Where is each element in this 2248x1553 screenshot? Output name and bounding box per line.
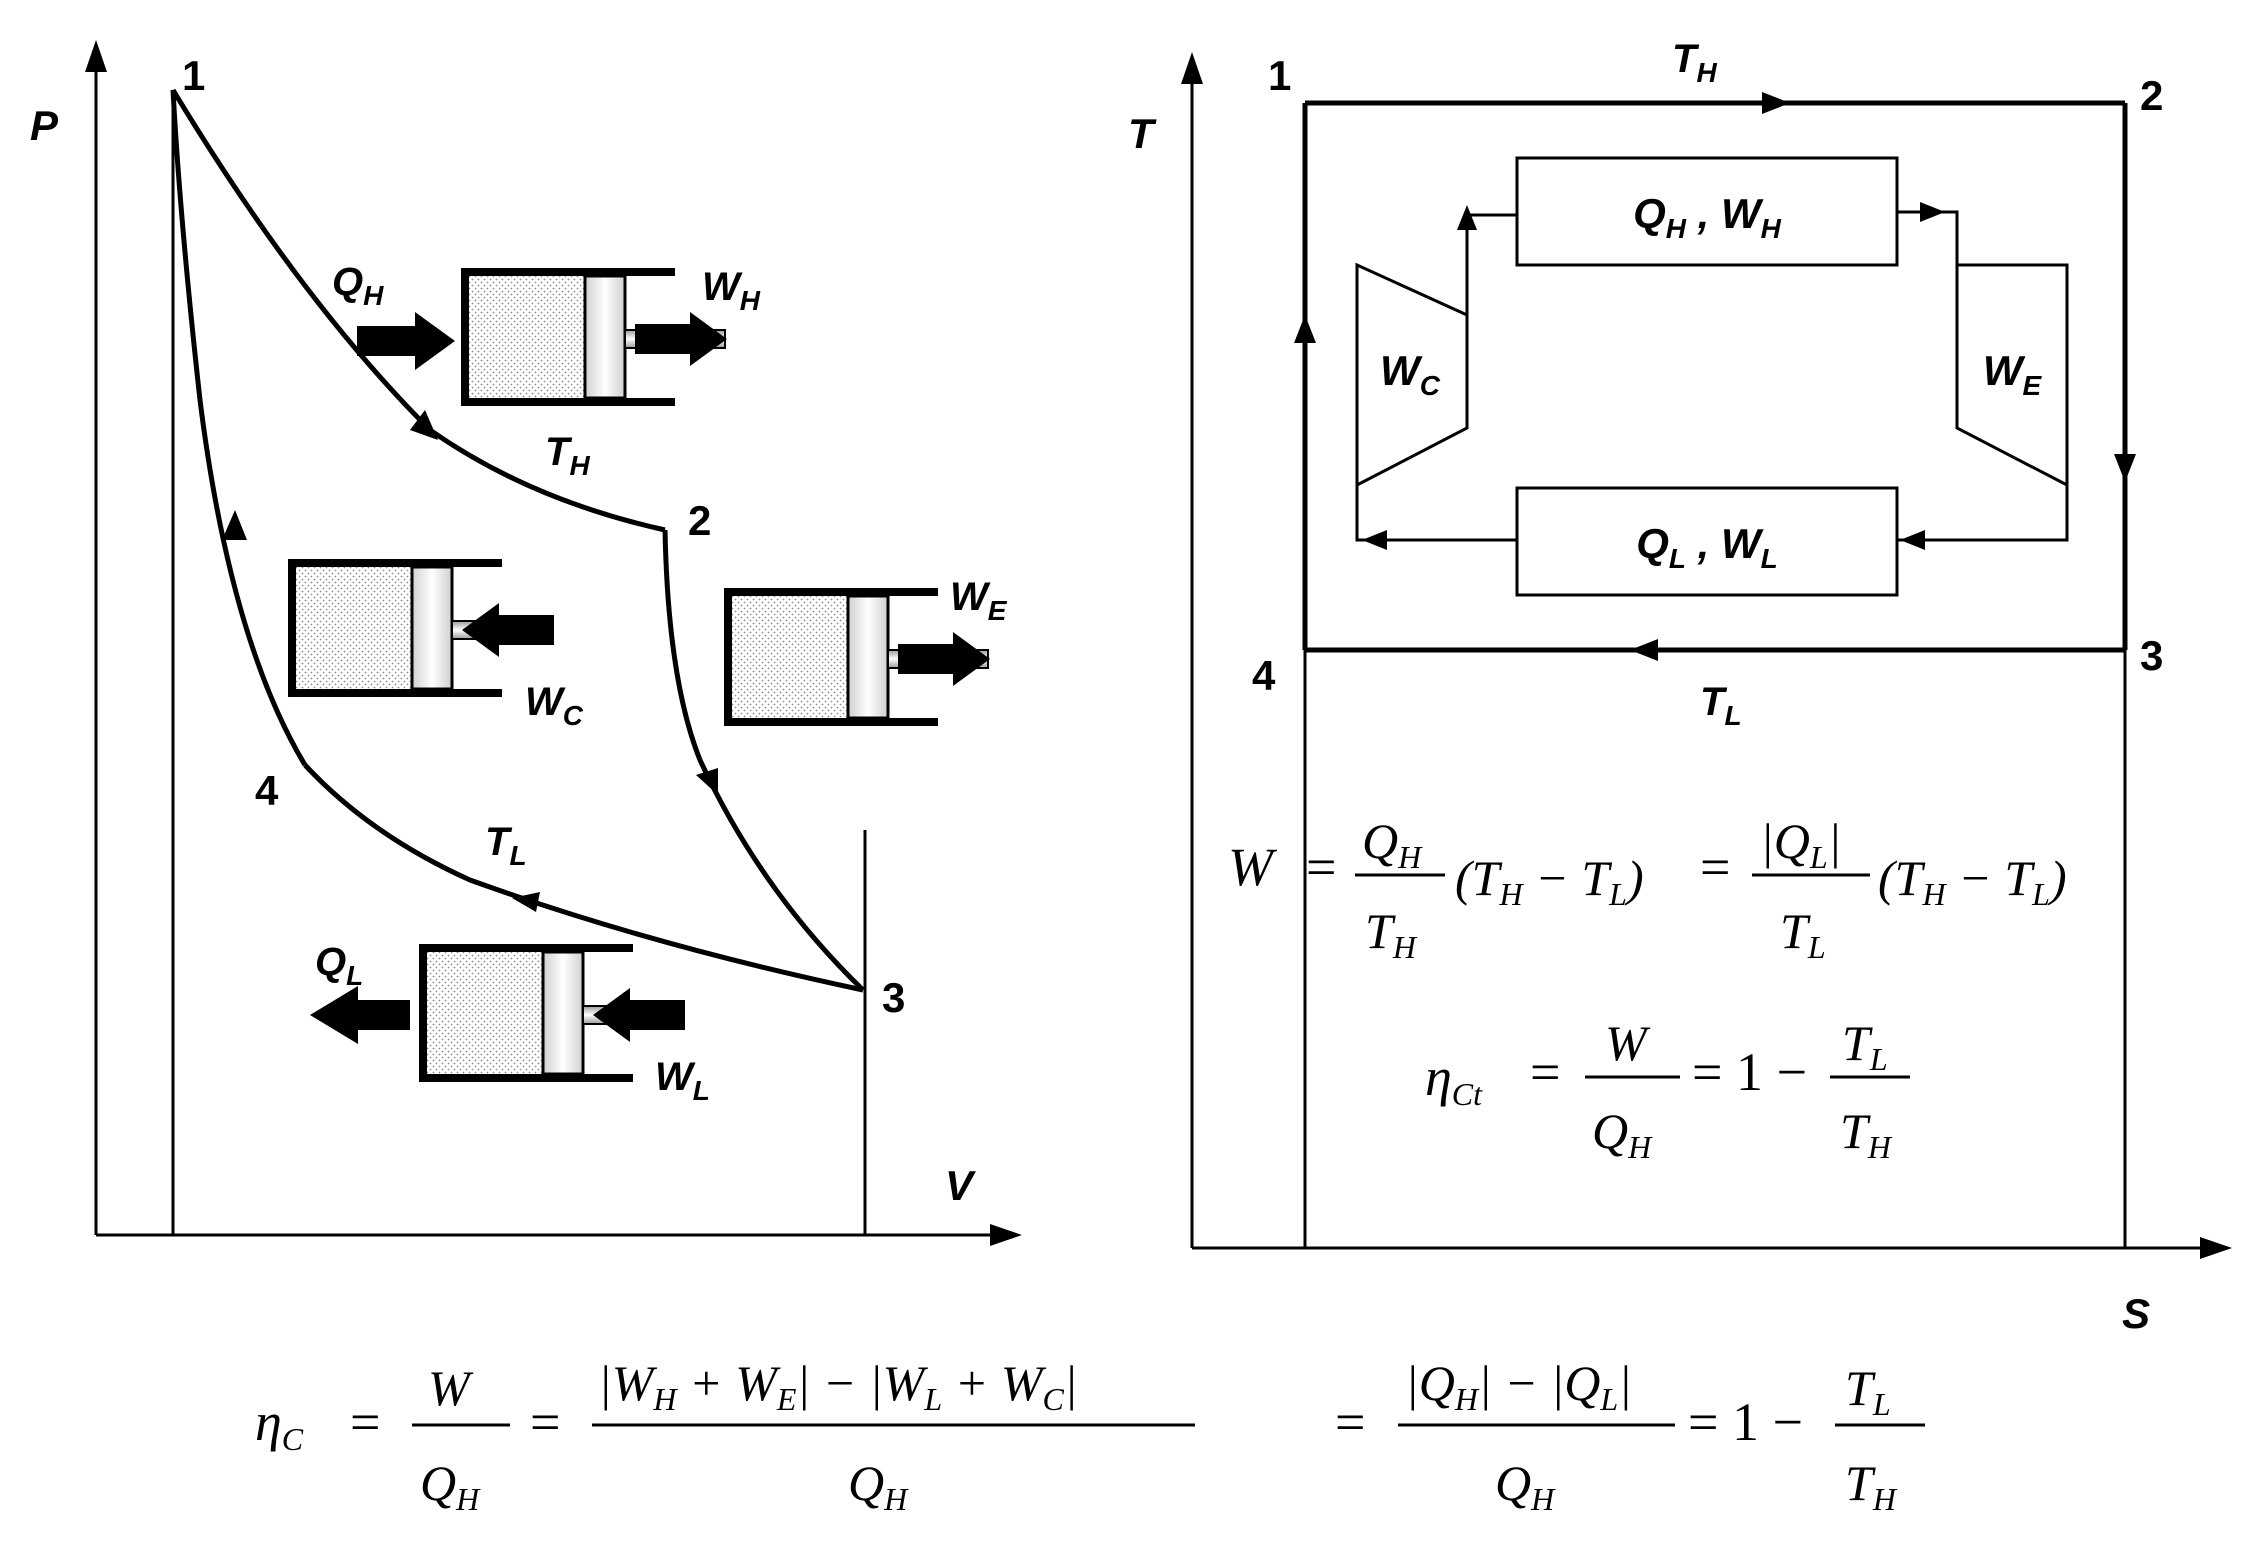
work-eq-equals: =: [1306, 837, 1336, 897]
ts-point-3: 3: [2140, 632, 2163, 679]
work-eq-paren1: (TH − TL): [1455, 850, 1644, 912]
flow-arrow-up-icon: [1457, 205, 1477, 230]
eta-c-den4: TH: [1845, 1455, 1898, 1517]
ts-point-2: 2: [2140, 72, 2163, 119]
pv-label-qh: QH: [332, 260, 384, 311]
eta-c-num2: |WH + WE| − |WL + WC|: [598, 1355, 1078, 1417]
flow-cold-to-compressor: [1355, 485, 1517, 542]
eta-ct-lhs: ηCt: [1425, 1047, 1483, 1112]
flow-arrow-left-icon: [1362, 530, 1387, 550]
eta-ct-equals: =: [1530, 1042, 1560, 1102]
ts-point-4: 4: [1252, 652, 1276, 699]
pv-label-ql: QL: [315, 940, 363, 991]
eta-c-one-minus: = 1 −: [1688, 1392, 1803, 1452]
pv-axis-label-p: P: [30, 102, 59, 149]
pv-label-tl: TL: [485, 820, 527, 871]
hot-exchanger-box: [1515, 156, 1899, 267]
piston-cylinder-adiabatic-expansion: [728, 588, 990, 726]
pv-point-3: 3: [882, 974, 905, 1021]
pv-arrow-1-2-icon: [410, 410, 438, 440]
expander-label: WE: [1983, 347, 2043, 401]
ts-x-axis-arrow-icon: [2200, 1237, 2232, 1259]
eta-c-equals3: =: [1335, 1392, 1365, 1452]
pv-y-axis-arrow-icon: [85, 40, 107, 72]
ts-point-1: 1: [1268, 52, 1291, 99]
flow-arrow-right-top-icon: [1920, 202, 1945, 222]
eta-c-den1: QH: [420, 1455, 481, 1517]
eta-ct-den: QH: [1592, 1103, 1653, 1165]
compressor-trapezoid: [1355, 262, 1469, 488]
eta-c-equation: ηC = W QH = |WH + WE| − |WL + WC| QH = |…: [255, 1355, 1925, 1517]
flow-hot-to-expander: [1897, 210, 1959, 265]
pv-isotherm-th: [170, 88, 666, 533]
eta-ct-equation: ηCt = W QH = 1 − TL TH: [1425, 1015, 1910, 1165]
ts-arrow-1-2-icon: [1762, 92, 1790, 114]
pv-adiabat-compression: [170, 89, 308, 767]
pv-x-axis-arrow-icon: [990, 1224, 1022, 1246]
hot-exchanger-label: QH , WH: [1633, 190, 1782, 244]
qh-heat-arrow-icon: [357, 312, 455, 370]
piston-cylinder-adiabatic-compression: [292, 559, 554, 697]
pv-point-1: 1: [182, 52, 205, 99]
eta-c-equals: =: [350, 1392, 380, 1452]
work-eq-den1: TH: [1365, 903, 1418, 965]
pv-axis-label-v: V: [945, 1162, 976, 1209]
pv-label-wc: WC: [525, 680, 584, 731]
compressor-label: WC: [1380, 347, 1441, 401]
pv-adiabat-expansion: [662, 529, 865, 992]
eta-c-num3: |QH| − |QL|: [1405, 1355, 1632, 1417]
eta-c-num1: W: [428, 1360, 474, 1416]
pv-point-2: 2: [688, 497, 711, 544]
pv-point-4: 4: [255, 767, 279, 814]
piston-cylinder-isothermal-compression: [423, 944, 685, 1082]
ts-arrow-4-1-icon: [1294, 315, 1316, 343]
ql-heat-arrow-icon: [310, 986, 410, 1044]
cold-exchanger-label: QL , WL: [1636, 520, 1778, 574]
eta-c-num4: TL: [1845, 1360, 1891, 1422]
eta-ct-den2: TH: [1840, 1103, 1893, 1165]
ts-label-tl: TL: [1700, 680, 1742, 731]
piston-cylinder-isothermal-expansion: [465, 268, 727, 406]
pv-arrow-3-4-icon: [512, 892, 540, 912]
cold-exchanger-box: [1515, 486, 1899, 597]
pv-arrow-2-3-icon: [696, 768, 718, 795]
flow-arrow-left-bottom-icon: [1900, 530, 1925, 550]
engine-schematic: QH , WH QL , WL WC WE: [1355, 156, 2069, 597]
eta-ct-num: W: [1605, 1015, 1651, 1071]
eta-c-den3: QH: [1495, 1455, 1556, 1517]
work-eq-num1: QH: [1362, 813, 1423, 875]
ts-diagram: T S 1 2 3 4 TH TL QH , WH QL , WL WC: [1128, 37, 2232, 1337]
pv-label-wh: WH: [702, 265, 761, 316]
ts-label-th: TH: [1672, 37, 1717, 88]
eta-c-den2: QH: [848, 1455, 909, 1517]
ts-arrow-2-3-icon: [2114, 454, 2136, 482]
eta-c-equals2: =: [530, 1392, 560, 1452]
pv-arrow-4-1-icon: [222, 510, 247, 540]
pv-label-th: TH: [545, 430, 590, 481]
work-eq-equals2: =: [1700, 837, 1730, 897]
ts-arrow-3-4-icon: [1630, 639, 1658, 661]
work-equation: W = QH TH (TH − TL) = |QL| TL (TH − TL): [1228, 813, 2067, 965]
ts-y-axis-arrow-icon: [1181, 52, 1203, 84]
eta-c-lhs: ηC: [255, 1392, 304, 1457]
flow-expander-to-cold: [1897, 485, 2069, 542]
pv-diagram: P V 1 2 3 4 TH TL QH WH: [30, 40, 1022, 1246]
eta-ct-num2: TL: [1842, 1015, 1888, 1077]
ts-axis-label-t: T: [1128, 110, 1157, 157]
work-eq-paren2: (TH − TL): [1878, 850, 2067, 912]
pv-label-wl: WL: [655, 1055, 710, 1106]
pv-isotherm-tl: [303, 763, 864, 993]
pv-label-we: WE: [950, 575, 1008, 626]
work-eq-num2: |QL|: [1760, 813, 1841, 875]
work-eq-lhs: W: [1228, 837, 1278, 897]
eta-ct-one-minus: = 1 −: [1692, 1042, 1807, 1102]
ts-axis-label-s: S: [2122, 1290, 2150, 1337]
work-eq-den2: TL: [1780, 903, 1826, 965]
